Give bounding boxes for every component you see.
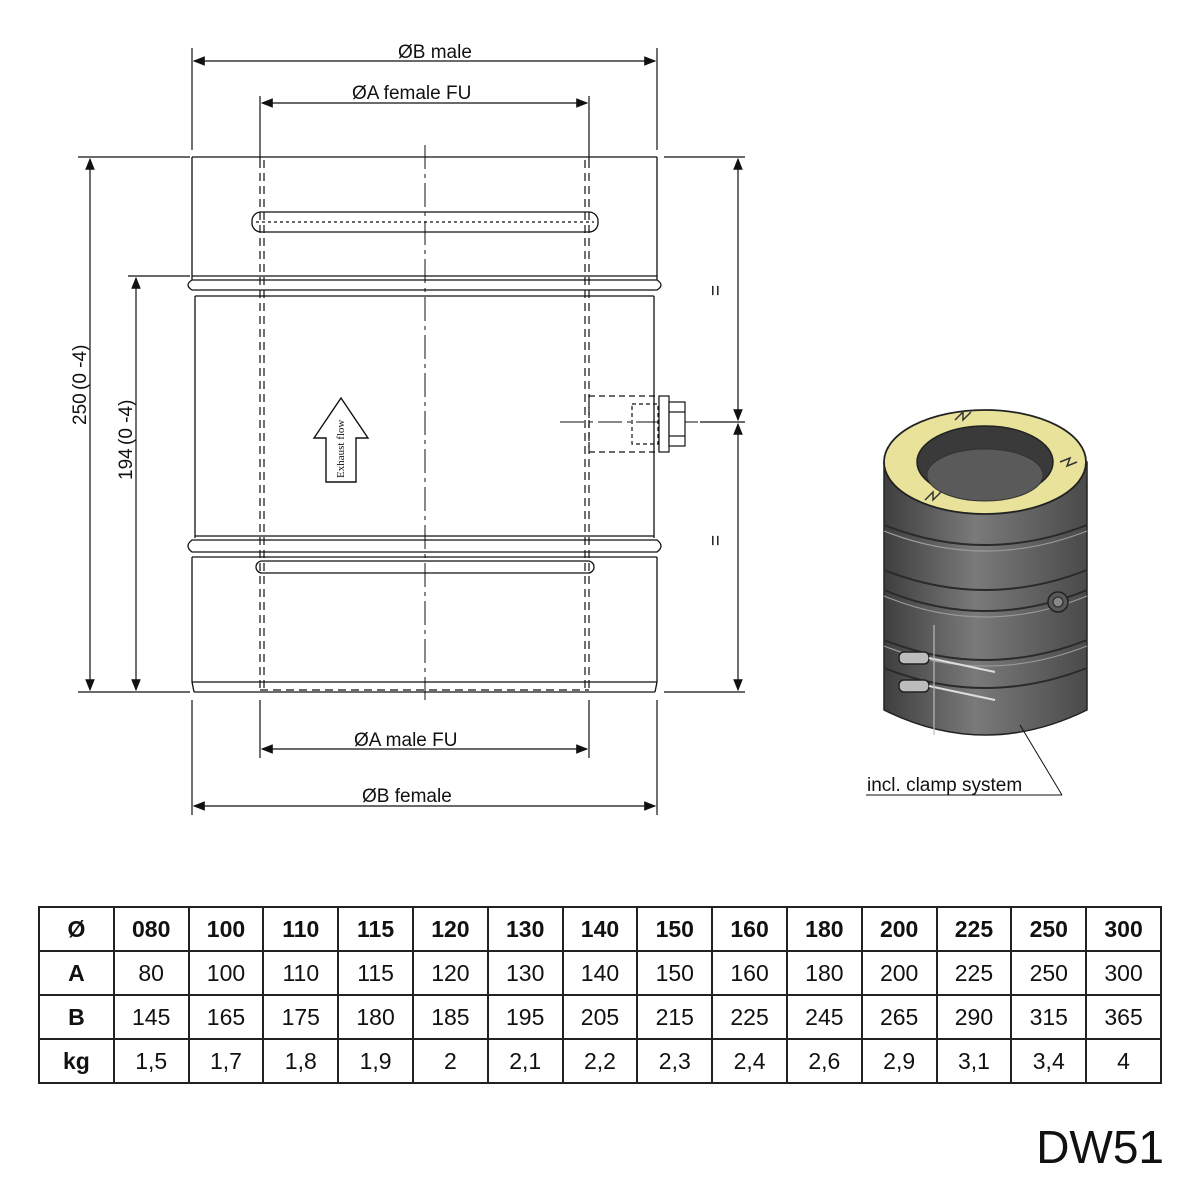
table-cell: 2,3 <box>636 1038 714 1084</box>
table-cell: 1,5 <box>112 1038 190 1084</box>
table-cell: 215 <box>636 994 714 1040</box>
product-render <box>866 409 1088 796</box>
dimension-height-total <box>78 156 190 693</box>
table-cell: 1,8 <box>262 1038 340 1084</box>
table-cell: 180 <box>337 994 414 1040</box>
table-header-cell: 120 <box>411 906 489 952</box>
table-cell: 300 <box>1085 950 1162 996</box>
table-cell: 205 <box>561 994 639 1040</box>
table-header-cell: 225 <box>935 906 1013 952</box>
table-header-cell: 100 <box>187 906 265 952</box>
equal-mark-upper: = <box>706 285 727 296</box>
table-cell: 225 <box>935 950 1013 996</box>
table-cell: 3,1 <box>935 1038 1013 1084</box>
table-cell: 3,4 <box>1010 1038 1088 1084</box>
label-a-female: ØA female FU <box>352 83 471 104</box>
table-cell: 1,7 <box>187 1038 265 1084</box>
dimension-a-male <box>259 700 590 758</box>
dimension-height-inner <box>128 275 190 692</box>
table-header-cell: 200 <box>860 906 938 952</box>
table-header-cell: 110 <box>262 906 340 952</box>
label-height-tolerance: (0 -4) <box>70 345 91 390</box>
label-b-male: ØB male <box>398 42 472 63</box>
table-cell: 110 <box>262 950 340 996</box>
dimension-port-position <box>664 156 745 693</box>
dimension-a-female <box>259 96 590 160</box>
table-cell: 185 <box>411 994 489 1040</box>
table-cell: 165 <box>187 994 265 1040</box>
table-header-cell: 160 <box>711 906 788 952</box>
table-cell: 150 <box>636 950 714 996</box>
table-cell: 120 <box>411 950 489 996</box>
measurement-port <box>588 395 686 453</box>
table-cell: 2 <box>411 1038 489 1084</box>
table-cell: 2,4 <box>711 1038 788 1084</box>
label-clamp-system: incl. clamp system <box>867 775 1022 796</box>
table-cell: 365 <box>1085 994 1162 1040</box>
table-cell: 245 <box>785 994 863 1040</box>
table-cell: 180 <box>785 950 863 996</box>
table-cell: 115 <box>337 950 414 996</box>
table-row-label: kg <box>38 1038 115 1084</box>
table-header-cell: 115 <box>337 906 414 952</box>
table-cell: 1,9 <box>337 1038 414 1084</box>
table-cell: 2,2 <box>561 1038 639 1084</box>
table-cell: 2,6 <box>785 1038 863 1084</box>
table-cell: 200 <box>860 950 938 996</box>
table-header-cell: 150 <box>636 906 714 952</box>
label-exhaust-flow: Exhaust flow <box>335 420 347 478</box>
table-row-label: B <box>38 994 115 1040</box>
table-cell: 225 <box>711 994 788 1040</box>
label-height-total: 250 <box>70 393 91 425</box>
label-height-inner: 194 <box>116 448 137 480</box>
table-header-cell: 130 <box>486 906 564 952</box>
table-cell: 130 <box>486 950 564 996</box>
table-cell: 175 <box>262 994 340 1040</box>
table-cell: 290 <box>935 994 1013 1040</box>
table-cell: 160 <box>711 950 788 996</box>
table-cell: 250 <box>1010 950 1088 996</box>
equal-mark-lower: = <box>706 535 727 546</box>
table-header-cell: 180 <box>785 906 863 952</box>
table-cell: 140 <box>561 950 639 996</box>
table-cell: 145 <box>112 994 190 1040</box>
technical-drawing: ØB male ØA female FU <box>70 42 1088 815</box>
label-b-female: ØB female <box>362 786 452 807</box>
table-header-cell: 140 <box>561 906 639 952</box>
table-header-cell: 250 <box>1010 906 1088 952</box>
table-header-diameter-symbol: Ø <box>38 906 115 952</box>
table-cell: 100 <box>187 950 265 996</box>
table-row-label: A <box>38 950 115 996</box>
label-inner-tolerance: (0 -4) <box>116 400 137 445</box>
table-cell: 2,1 <box>486 1038 564 1084</box>
exhaust-flow-arrow-icon <box>312 396 370 483</box>
label-a-male: ØA male FU <box>354 730 457 751</box>
dimension-b-female <box>191 700 658 815</box>
table-cell: 265 <box>860 994 938 1040</box>
table-header-cell: 300 <box>1085 906 1162 952</box>
table-header-cell: 080 <box>112 906 190 952</box>
table-cell: 4 <box>1085 1038 1162 1084</box>
table-cell: 195 <box>486 994 564 1040</box>
table-cell: 2,9 <box>860 1038 938 1084</box>
dimension-b-male <box>191 48 658 150</box>
table-cell: 315 <box>1010 994 1088 1040</box>
product-code: DW51 <box>1036 1121 1164 1173</box>
table-cell: 80 <box>112 950 190 996</box>
